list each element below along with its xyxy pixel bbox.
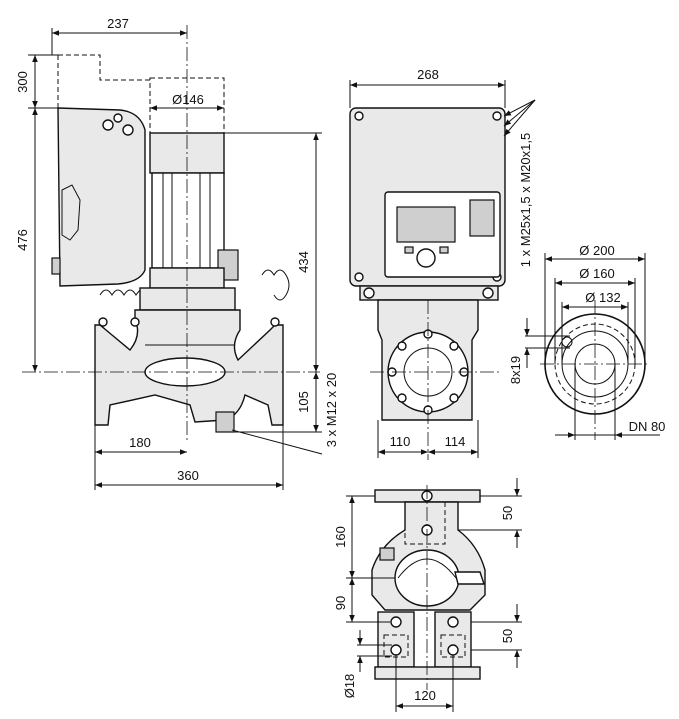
dim-50-lower: 50 (500, 629, 515, 643)
dim-146: Ø146 (172, 92, 204, 107)
dim-110: 110 (390, 434, 411, 449)
control-knob (416, 248, 436, 268)
side-view (51, 54, 290, 433)
dim-holes: 8x19 (508, 356, 523, 384)
dim-237: 237 (107, 16, 129, 31)
dim-476: 476 (15, 229, 30, 251)
dim-160: Ø 160 (579, 266, 614, 281)
dim-434: 434 (296, 251, 311, 273)
dim-120: 120 (414, 688, 436, 703)
dim-180: 180 (129, 435, 151, 450)
dim-300: 300 (15, 71, 30, 93)
display-screen (396, 206, 456, 243)
dim-160-plan: 160 (333, 526, 348, 548)
electronics-module (57, 107, 146, 287)
dim-50-upper: 50 (500, 506, 515, 520)
dim-18: Ø18 (342, 674, 357, 699)
dim-cable-glands: 1 x M25x1,5 x M20x1,5 (518, 133, 533, 267)
dim-360: 360 (177, 468, 199, 483)
dim-200: Ø 200 (579, 243, 614, 258)
dim-105: 105 (296, 391, 311, 413)
dim-dn: DN 80 (629, 419, 666, 434)
dim-268: 268 (417, 67, 439, 82)
plan-bottom-flange (374, 666, 481, 680)
plan-view (371, 489, 486, 680)
dim-132: Ø 132 (585, 290, 620, 305)
dim-90: 90 (333, 596, 348, 610)
cable-clearance-outline (58, 54, 151, 135)
dim-foot-bolts: 3 x M12 x 20 (324, 373, 339, 447)
motor-body (151, 172, 225, 269)
front-view (349, 107, 506, 421)
dim-114: 114 (445, 434, 466, 449)
cable-coil-right (261, 269, 290, 301)
